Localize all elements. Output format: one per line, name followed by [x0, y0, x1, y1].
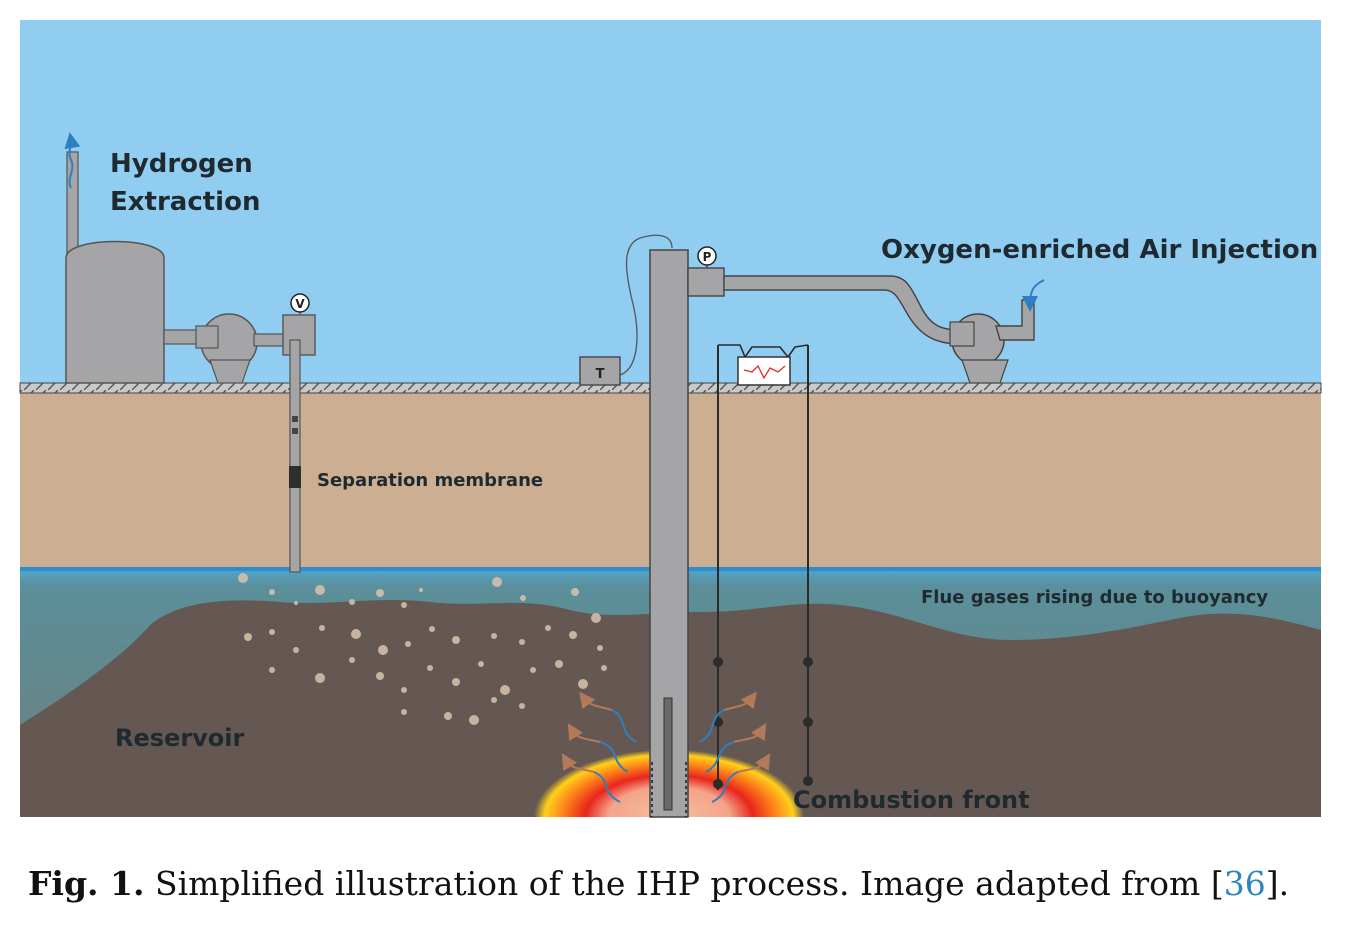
combustion-front-label: Combustion front [793, 786, 1030, 814]
hydrogen-extraction-unit: V [65, 151, 316, 573]
reservoir-label: Reservoir [115, 724, 245, 752]
wellhead-fitting [687, 267, 725, 297]
heat-flow-arrows [561, 691, 771, 803]
temperature-box [579, 356, 621, 386]
caption-text: Simplified illustration of the IHP proce… [154, 864, 1224, 903]
hydrogen-label-line2: Extraction [110, 187, 260, 217]
figure-caption: Fig. 1. Simplified illustration of the I… [28, 864, 1289, 903]
air-inlet-arrow [1022, 279, 1045, 312]
oxygen-injection-label: Oxygen-enriched Air Injection [881, 235, 1318, 265]
thermocouple-cable [619, 234, 673, 376]
data-logger-monitor [737, 356, 791, 386]
air-compressor [949, 299, 1035, 384]
storage-tank [65, 240, 165, 384]
hydrogen-label-line1: Hydrogen [110, 149, 253, 179]
figure-number: Fig. 1. [28, 864, 145, 903]
separation-membrane-mark [289, 466, 301, 488]
gauge-v-label: V [295, 297, 305, 311]
gauge-p-label: P [703, 250, 712, 264]
flue-gases-label: Flue gases rising due to buoyancy [921, 587, 1268, 608]
pressure-gauge-p [697, 246, 717, 266]
valve-gauge-v [290, 293, 310, 313]
temperature-label: T [596, 367, 605, 382]
flue-gas-bubbles [238, 573, 607, 725]
reference-link[interactable]: 36 [1223, 864, 1266, 903]
extraction-well [289, 339, 301, 573]
separation-membrane-label: Separation membrane [317, 470, 543, 491]
caption-suffix: ]. [1265, 864, 1290, 903]
hydrogen-flow-arrows [64, 132, 81, 189]
